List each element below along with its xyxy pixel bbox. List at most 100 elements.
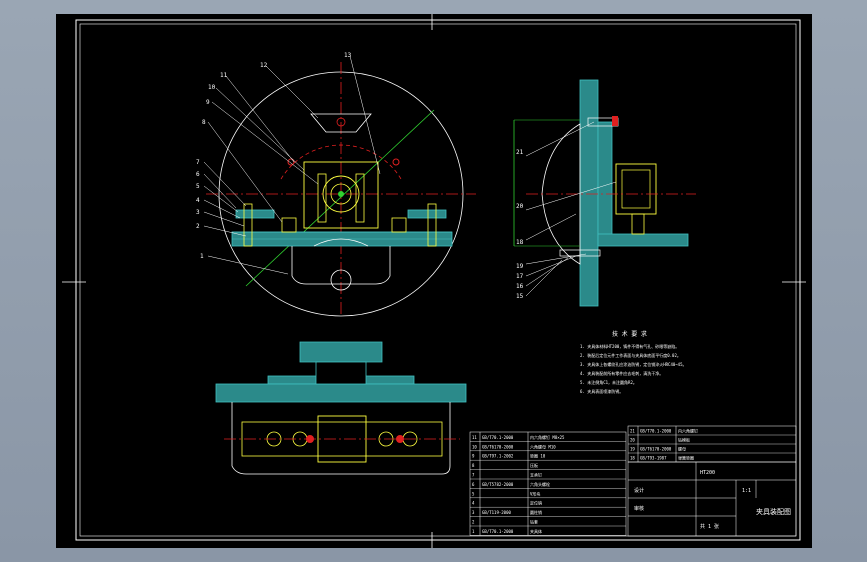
outer-frame [75, 19, 801, 541]
plist-cell-no: 10 [472, 444, 477, 449]
callout-6: 6 [196, 171, 200, 178]
side-view [513, 79, 696, 307]
inner-frame [79, 23, 797, 537]
plist2-cell-code: GB/T70.1-2000 [640, 429, 672, 434]
sheet-count: 共 1 张 [700, 523, 719, 530]
plist-cell-name: 圆柱销 [530, 509, 542, 515]
plist-cell-name: 内六角螺钉 M8×25 [530, 434, 565, 440]
callout-2: 2 [196, 223, 200, 230]
callout-19: 19 [516, 263, 524, 270]
plist2-cell-code: GB/T6170-2000 [640, 447, 672, 452]
plist-cell-no: 8 [472, 463, 475, 468]
callouts-right: 21 20 18 19 17 16 15 [516, 149, 524, 300]
clamp-right [407, 209, 447, 219]
plist-cell-no: 3 [472, 510, 475, 515]
callout-12: 12 [260, 62, 268, 69]
scale-value: 1:1 [742, 488, 751, 494]
plist2-cell-name: 螺母 [678, 446, 686, 452]
plist-cell-no: 1 [472, 529, 475, 534]
bearing-bore [322, 175, 360, 213]
callouts-left: 1 2 3 4 5 6 7 8 9 10 11 12 13 [196, 52, 352, 260]
plist-frame [469, 431, 627, 536]
tech-line-1: 1. 夹具体材料HT200，铸件不得有气孔、砂眼等缺陷。 [580, 343, 679, 349]
callout-3: 3 [196, 209, 200, 216]
callout-1: 1 [200, 253, 204, 260]
plist-cell-name: 夹具体 [530, 528, 542, 534]
plist2-cell-name: 内六角螺钉 [678, 428, 698, 434]
leaders-right [525, 121, 617, 297]
leaders-left [203, 55, 381, 275]
tech-line-2: 2. 装配后定位元件工作表面与夹具体底面平行度0.02。 [580, 352, 681, 358]
plist2-cell-no: 20 [630, 438, 635, 443]
callout-15: 15 [516, 293, 524, 300]
callout-20: 20 [516, 203, 524, 210]
bolt-left [317, 173, 327, 223]
tech-line-5: 5. 未注倒角C1，未注圆角R2。 [580, 379, 637, 385]
title-block-text: 夹具装配图 设计 审核 1:1 共 1 张 HT200 [634, 470, 791, 530]
bolt-right [355, 173, 365, 223]
callout-7: 7 [196, 159, 200, 166]
locating-mark-right [392, 158, 400, 166]
cad-drawing: 1 2 3 4 5 6 7 8 9 10 11 12 13 [62, 14, 806, 548]
top-view [215, 341, 467, 475]
plist-cell-name: 支承钉 [530, 472, 542, 478]
support-left [281, 217, 297, 233]
stud-left [243, 203, 253, 247]
plist-cell-code: GB/T70.1-2000 [482, 529, 514, 534]
plist-cell-code: GB/T119-2000 [482, 510, 511, 515]
side-nut [631, 213, 645, 235]
callout-9: 9 [206, 99, 210, 106]
plist-cell-name: V形块 [530, 490, 540, 496]
plist-cell-no: 5 [472, 491, 475, 496]
callout-11: 11 [220, 72, 228, 79]
plist2-cell-no: 21 [630, 429, 635, 434]
plist2-cell-no: 18 [630, 456, 635, 461]
top-body [231, 402, 451, 475]
plist-cell-code: GB/T6170-2000 [482, 444, 514, 449]
side-base [597, 233, 689, 247]
support-right [391, 217, 407, 233]
callout-10: 10 [208, 84, 216, 91]
top-boss [299, 341, 383, 363]
plist-cell-name: 钻套 [530, 519, 538, 525]
body-arc [313, 238, 369, 247]
tech-title: 技 术 要 求 [612, 330, 647, 338]
callout-4: 4 [196, 197, 200, 204]
front-view [206, 62, 476, 317]
plist-cell-name: 垫圈 10 [530, 453, 546, 459]
plist-cell-name: 六角头螺栓 [530, 481, 550, 487]
callout-13: 13 [344, 52, 352, 59]
clamp-left [235, 209, 275, 219]
plist2-cell-name: 钻模板 [678, 437, 690, 443]
plist-cell-no: 4 [472, 501, 475, 506]
tech-line-3: 3. 夹具体上各螺纹孔应涂油防锈，定位销淬火HRC40~45。 [580, 361, 687, 367]
tech-line-6: 6. 夹具表面喷漆防锈。 [580, 388, 623, 394]
plist2-cell-name: 弹簧垫圈 [678, 455, 694, 461]
plist2-cell-code: GB/T93-1987 [640, 456, 667, 461]
top-sector [310, 113, 372, 133]
side-bolt [559, 249, 601, 257]
fixture-body [291, 246, 391, 285]
top-slot [315, 361, 367, 385]
workpiece-side [541, 123, 581, 265]
callout-16: 16 [516, 283, 524, 290]
material-value: HT200 [700, 470, 715, 476]
drawing-name: 夹具装配图 [756, 507, 791, 516]
plist-cell-no: 6 [472, 482, 475, 487]
top-base [215, 383, 467, 403]
bearing-housing [303, 161, 379, 229]
plist-cell-no: 7 [472, 473, 475, 478]
top-hole [336, 117, 346, 127]
body-hole [330, 269, 352, 291]
plist-cell-code: GB/T5782-2000 [482, 482, 514, 487]
tech-line-4: 4. 夹具装配前所有零件应去毛刺，清洗干净。 [580, 370, 663, 376]
stud-right [427, 203, 437, 247]
bearing-inner [330, 183, 352, 205]
checker-label: 审核 [634, 505, 644, 512]
green-reference-line [245, 109, 435, 287]
callout-17: 17 [516, 273, 524, 280]
plist-cell-name: 压板 [530, 462, 538, 468]
